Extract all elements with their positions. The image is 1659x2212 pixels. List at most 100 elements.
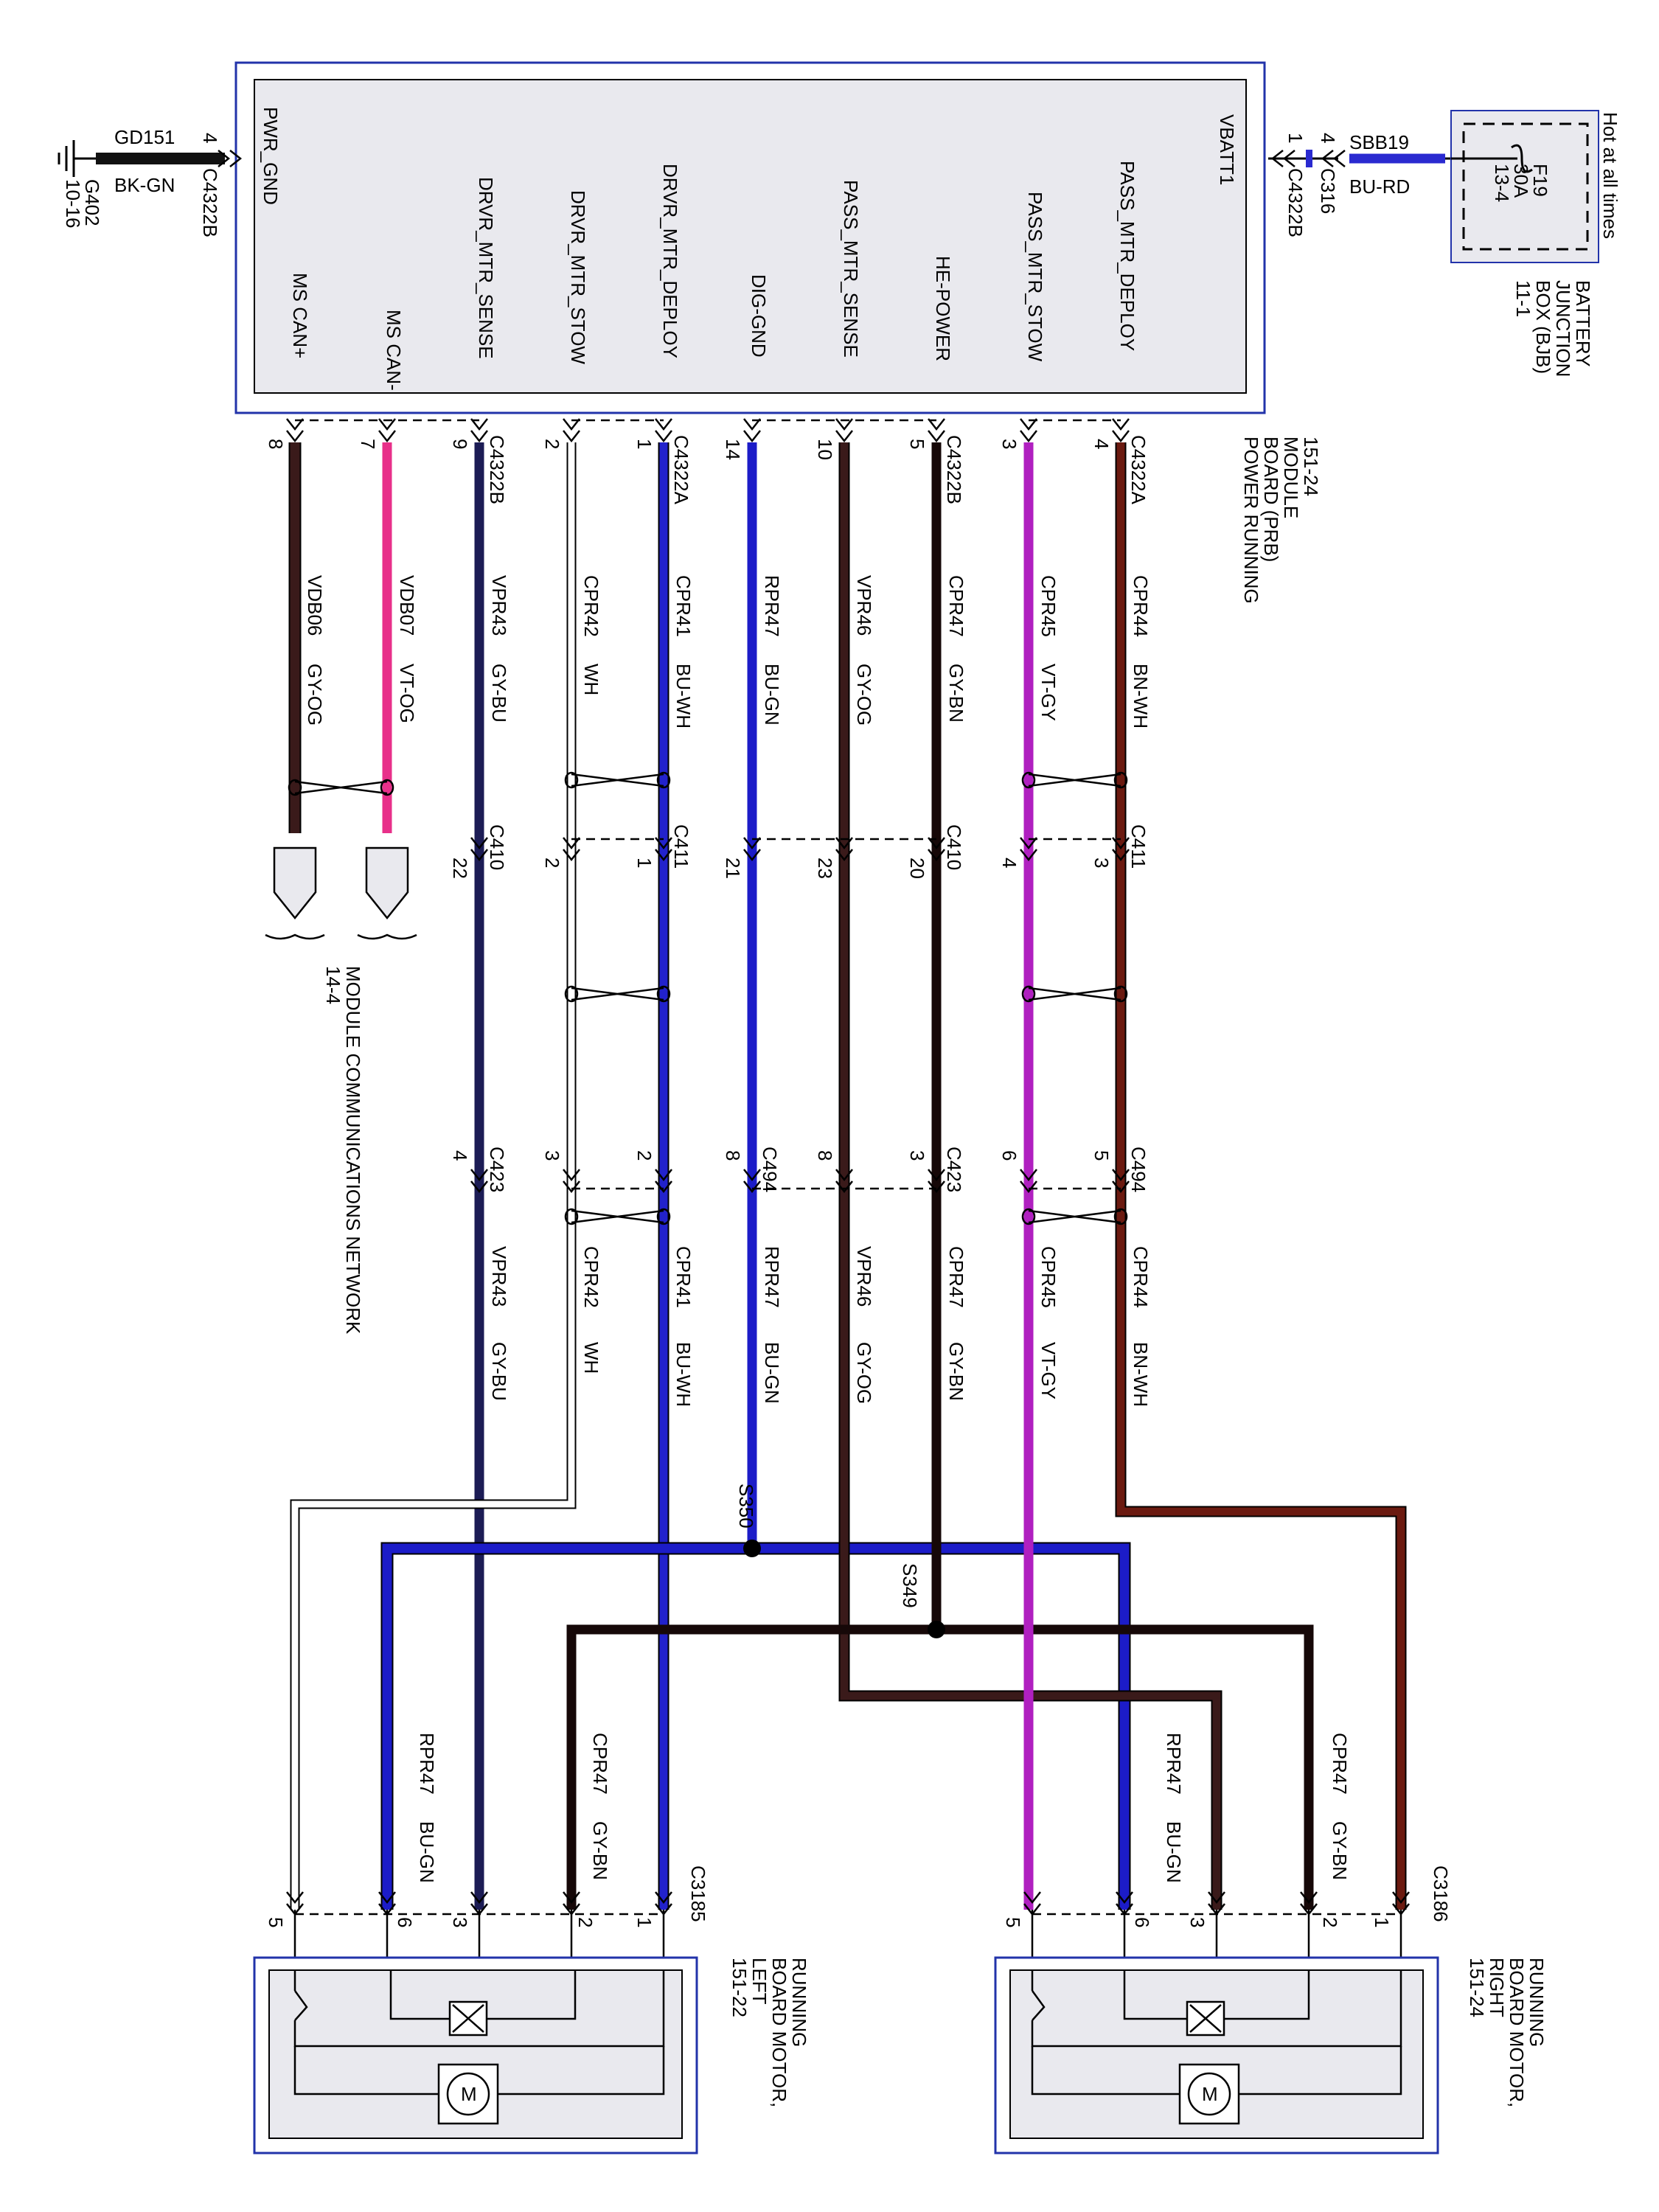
left-pin-5: 5 (265, 1917, 287, 1927)
twist-ms-can-end-b (380, 779, 394, 796)
twist-drvr-3 (571, 1209, 664, 1224)
left-motor-name-4: 151-22 (728, 1958, 751, 2017)
ground-id: G402 (81, 179, 103, 226)
ground-feed (58, 140, 242, 177)
left-motor-name-3: LEFT (748, 1958, 771, 2005)
prb-conn-drvr-mtr-deploy (654, 417, 673, 442)
vbatt-connector: C4322B (1284, 168, 1307, 237)
left-motor-symbol: M (461, 2083, 477, 2105)
right-cpr47-color: GY-BN (1329, 1821, 1351, 1880)
right-motor-name-2: BOARD MOTOR, (1506, 1958, 1528, 2107)
wire-layer (288, 442, 1407, 1970)
he-power-color-bottom: GY-BN (945, 1342, 967, 1401)
right-motor-connector: C3186 (1430, 1865, 1452, 1922)
drvr-mtr-sense-circuit-bottom: VPR43 (488, 1246, 510, 1307)
mid1-connector-3: C411 (1127, 824, 1150, 869)
prb-pin-dig-gnd: DIG-GND (748, 274, 770, 358)
drvr-mtr-stow-pin-prb: 2 (541, 439, 563, 449)
twist-drvr-3-end-a (564, 1208, 579, 1225)
prb-pin-pass-mtr-deploy: PASS_MTR_DEPLOY (1116, 161, 1138, 351)
sbb19-label: SBB19 (1349, 131, 1409, 153)
mid1-connector-1: C411 (670, 824, 692, 869)
right-pin-1: 1 (1371, 1917, 1393, 1927)
bjb-line-3: BOX (BJB) (1532, 280, 1554, 374)
splice-s350-label: S350 (735, 1484, 757, 1528)
pass-mtr-sense-circuit-bottom: VPR46 (853, 1246, 875, 1307)
pass-mtr-sense-color-bottom: GY-OG (853, 1342, 875, 1404)
pass-mtr-stow-circuit-bottom: CPR45 (1037, 1246, 1060, 1308)
sbb19-color: BU-RD (1349, 175, 1410, 198)
dig-gnd-pin-mid1: 21 (722, 858, 744, 879)
bjb-line-1: BATTERY (1572, 280, 1594, 367)
dig-gnd-pin-prb: 14 (722, 439, 744, 460)
left-motor-icon (446, 2072, 490, 2116)
pass-mtr-stow-pin-prb: 3 (998, 439, 1020, 449)
pass-mtr-sense-color-top: GY-OG (853, 664, 875, 726)
he-power-circuit-top: CPR47 (945, 575, 967, 637)
pass-mtr-deploy-color-bottom: BN-WH (1130, 1342, 1152, 1407)
he-power-color-top: GY-BN (945, 664, 967, 723)
left-cpr47-label: CPR47 (589, 1733, 611, 1795)
mod-comm-line-1: MODULE COMMUNICATIONS NETWORK (342, 966, 364, 1335)
pass-mtr-sense-circuit-top: VPR46 (853, 575, 875, 636)
right-pin-5: 5 (1002, 1917, 1024, 1927)
prb-module-inner (254, 79, 1247, 394)
right-motor-power-leads (1031, 2046, 1402, 2096)
drvr-mtr-stow-circuit-top: CPR42 (580, 575, 602, 637)
right-motor-name-1: RUNNING (1526, 1958, 1548, 2047)
he-power-pin-prb: 5 (906, 439, 928, 449)
twist-pass-2 (1028, 987, 1121, 1001)
bjb-line-2: JUNCTION (1552, 280, 1574, 377)
prb-pin-pass-mtr-stow: PASS_MTR_STOW (1024, 192, 1046, 362)
prb-name-line-4: 151-24 (1300, 437, 1322, 496)
prb-connector-2: C4322B (943, 435, 965, 504)
ground-connector: C4322B (199, 168, 221, 237)
pass-mtr-deploy-circuit-top: CPR44 (1130, 575, 1152, 637)
ms-can-plus-color-top: GY-OG (304, 664, 326, 726)
twist-ms-can-end-a (288, 779, 302, 796)
left-motor-power-leads (293, 2046, 665, 2096)
ms-can-minus-color-top: VT-OG (396, 664, 418, 723)
fuse-box-dashed (1462, 122, 1589, 251)
right-rpr47-color: BU-GN (1163, 1821, 1185, 1883)
he-power-circuit-bottom: CPR47 (945, 1246, 967, 1308)
left-rpr-pin: 6 (394, 1917, 416, 1927)
right-motor-hall-leads (1123, 1970, 1310, 2020)
ms-can-plugs (265, 846, 417, 940)
drvr-mtr-deploy-circuit-top: CPR41 (672, 575, 695, 637)
twist-ms-can (294, 780, 388, 795)
left-rpr47-label: RPR47 (416, 1733, 438, 1795)
ground-ref: 10-16 (62, 179, 84, 229)
left-motor-name-1: RUNNING (788, 1958, 810, 2047)
pass-mtr-deploy-pin-mid2: 5 (1091, 1150, 1113, 1161)
twist-pass-1-end-b (1113, 771, 1128, 789)
dig-gnd-color-top: BU-GN (761, 664, 783, 726)
ms-can-plus-circuit-top: VDB06 (304, 575, 326, 636)
right-motor: M (994, 1956, 1439, 2154)
ground-pin: 4 (199, 133, 221, 143)
ms-can-minus-circuit-top: VDB07 (396, 575, 418, 636)
hot-note: Hot at all times (1599, 112, 1621, 239)
gd151-label: GD151 (114, 126, 175, 148)
twist-pass-1-end-a (1021, 771, 1036, 789)
twist-pass-1 (1028, 773, 1121, 787)
right-motor-name-4: 151-24 (1466, 1958, 1488, 2017)
drvr-mtr-stow-color-bottom: WH (580, 1342, 602, 1374)
ms-can-plus-plug (273, 846, 317, 920)
splice-s349-label: S349 (899, 1563, 921, 1608)
prb-pin-pass-mtr-sense: PASS_MTR_SENSE (840, 180, 862, 358)
right-motor-switch (1031, 1990, 1046, 2021)
drvr-mtr-sense-pin-mid1: 22 (449, 858, 471, 879)
drvr-mtr-deploy-circuit-bottom: CPR41 (672, 1246, 695, 1308)
prb-pin-ms-can-: MS CAN- (383, 310, 405, 391)
bjb-box (1450, 110, 1599, 263)
drvr-mtr-sense-pin-prb: 9 (449, 439, 471, 449)
left-pin-3: 3 (449, 1917, 471, 1927)
c316-pin: 4 (1317, 133, 1339, 143)
pass-mtr-stow-pin-mid2: 6 (998, 1150, 1020, 1161)
prb-pin-ms-can-: MS CAN+ (289, 273, 311, 358)
label-layer: VDB06GY-OG8VDB07VT-OG7VPR43GY-BUVPR43GY-… (265, 435, 1393, 1927)
fuse-rating: 30A (1510, 164, 1532, 198)
